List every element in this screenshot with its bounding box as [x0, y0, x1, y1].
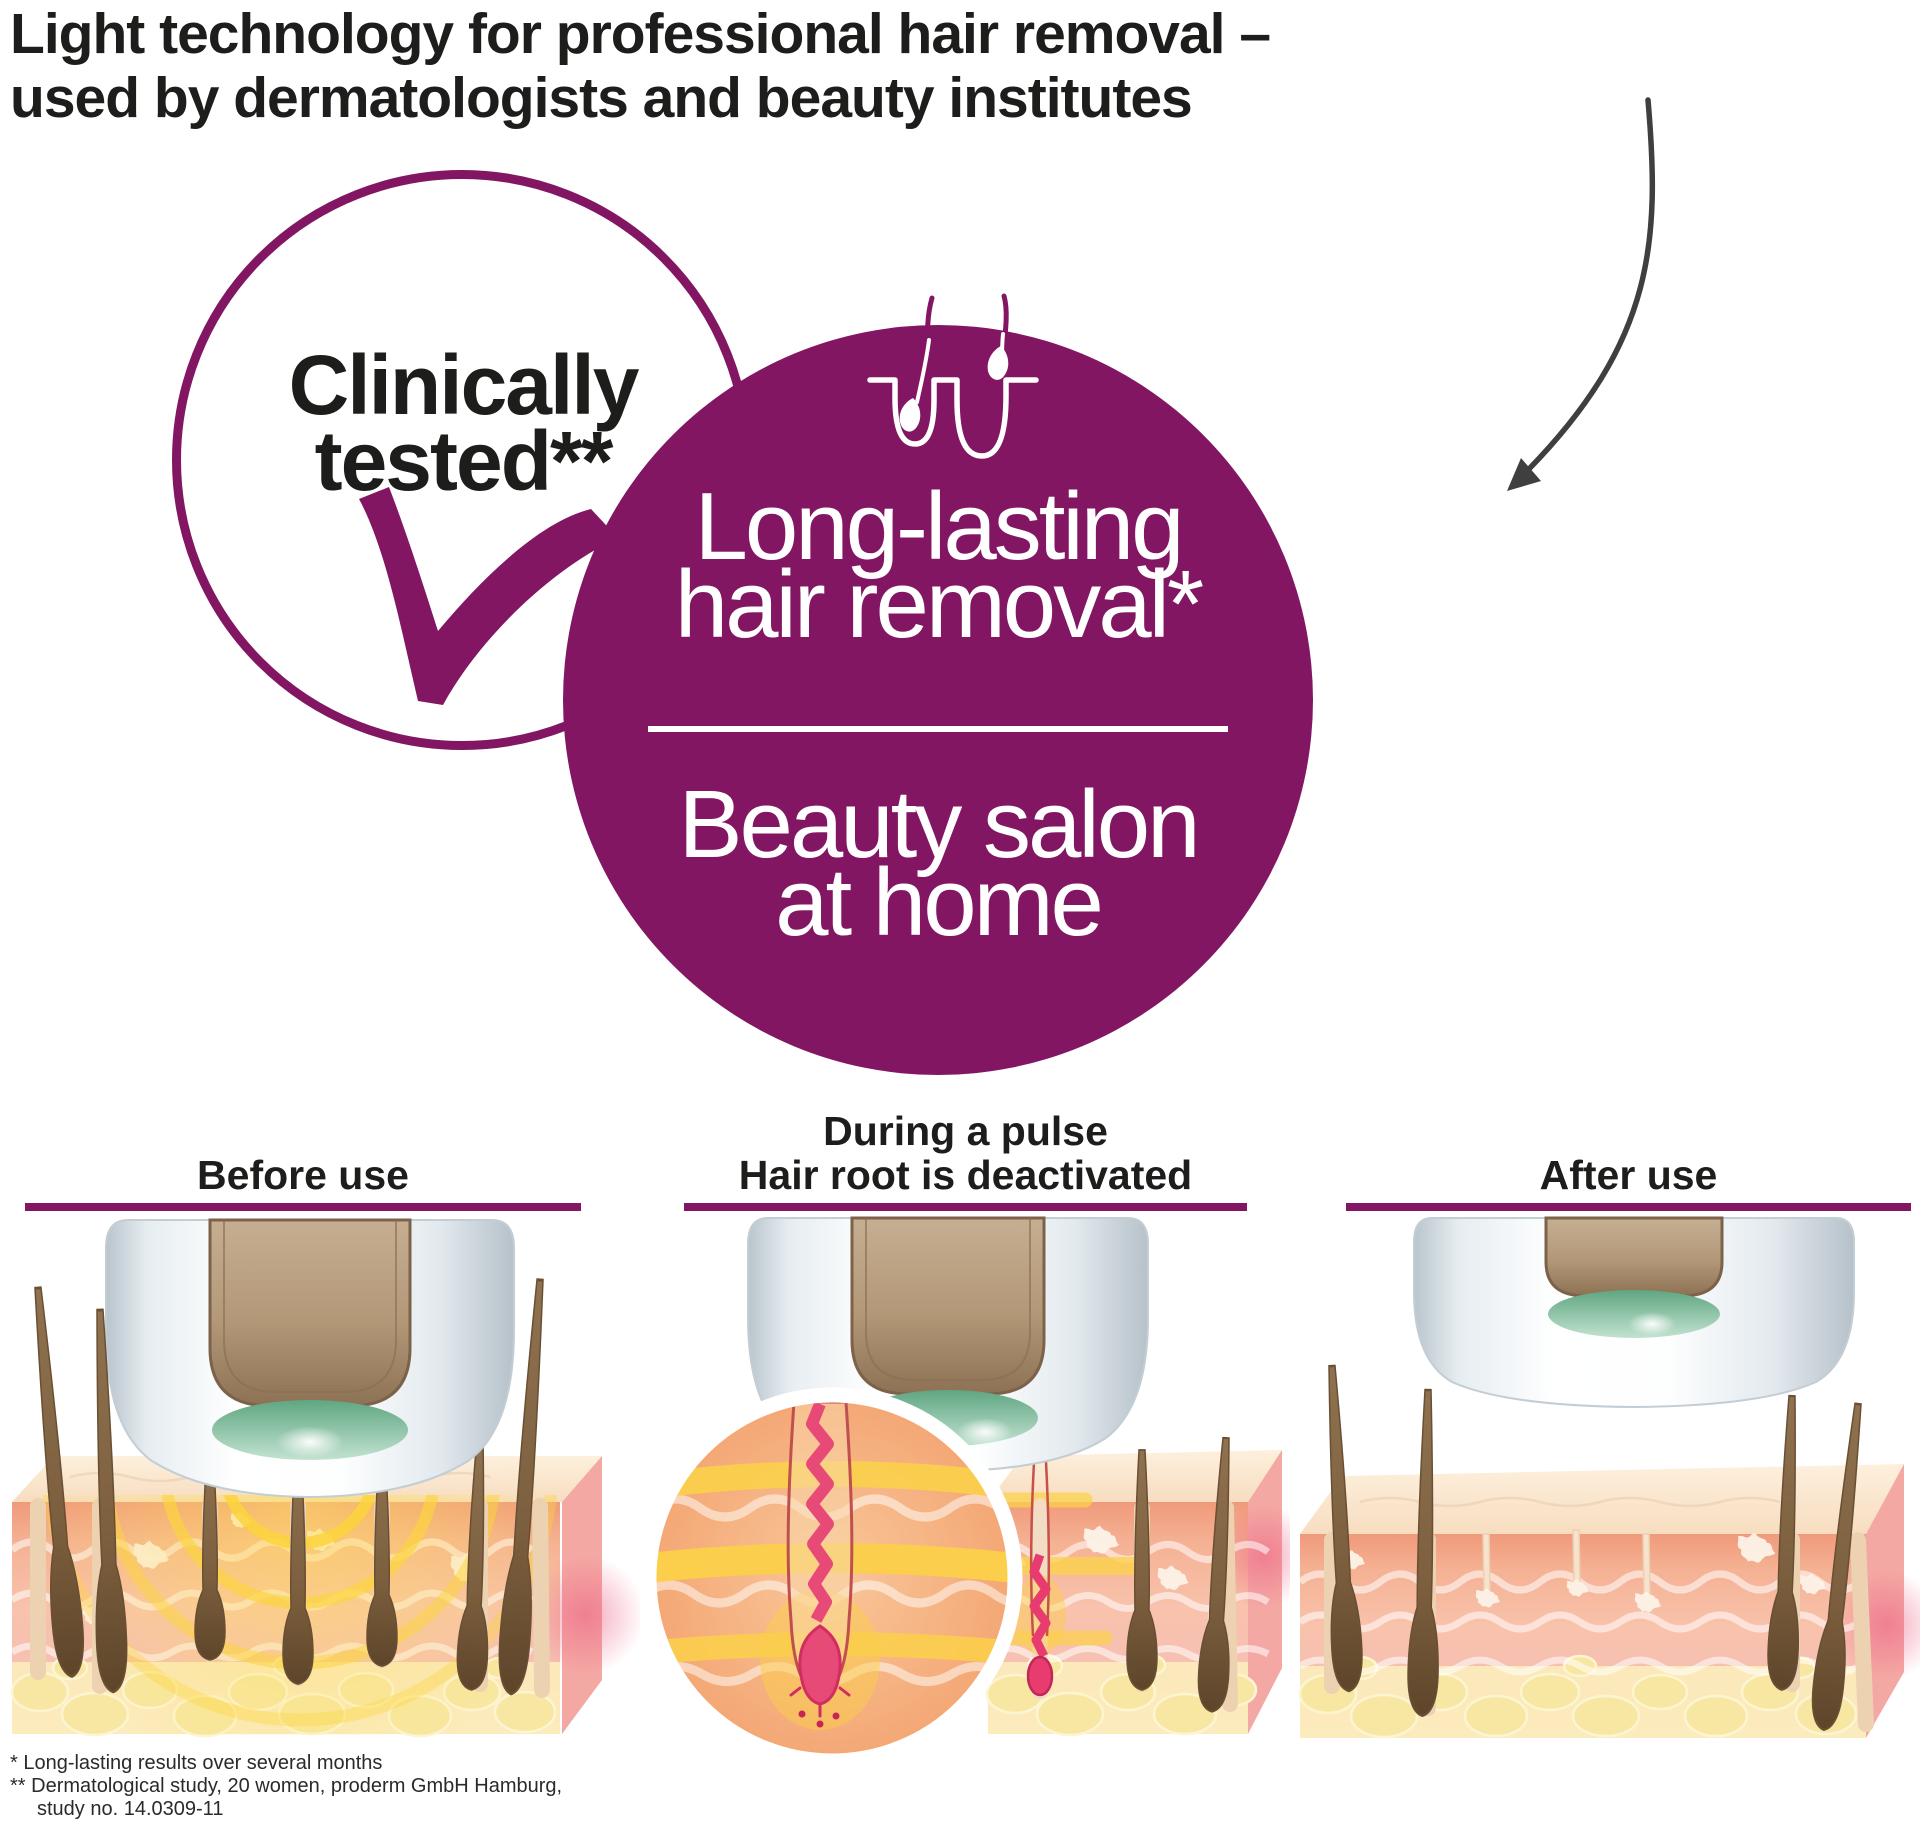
ipl-device-illustration [105, 1218, 515, 1499]
curved-arrow-icon [1507, 97, 1656, 491]
circle-divider [648, 726, 1228, 732]
clinical-line2: tested** [314, 414, 614, 508]
heading-line2: used by dermatologists and beauty instit… [10, 66, 1193, 130]
during-pulse-illustration [641, 1216, 1290, 1769]
footnote-3: study no. 14.0309-11 [37, 1798, 224, 1820]
footnote-2: ** Dermatological study, 20 women, prode… [10, 1775, 563, 1797]
tagline-line2: at home [775, 849, 1104, 956]
checkmark-icon [359, 487, 618, 705]
panel-underline [684, 1203, 1247, 1211]
removed-hair-stubs [1340, 1529, 1827, 1613]
benefit-text: Long-lasting hair removal* [588, 473, 1288, 658]
after-use-illustration [1297, 1216, 1920, 1739]
label-after-use: After use [1539, 1152, 1718, 1198]
skin-cross-section-after [1297, 1364, 1920, 1739]
hairs-under-device [194, 1436, 496, 1692]
panel-underline [1346, 1203, 1911, 1211]
tagline-text: Beauty salon at home [588, 771, 1288, 956]
ipl-device-illustration [1413, 1216, 1855, 1409]
clinical-badge-text: Clinically tested** [243, 338, 683, 508]
page-title: Light technology for professional hair r… [10, 2, 1271, 130]
magnifier-circle [641, 1387, 1023, 1769]
magnified-hair-root [760, 1402, 880, 1730]
label-before-use: Before use [197, 1152, 409, 1198]
clinical-line1: Clinically [288, 338, 640, 432]
panel-underline [25, 1203, 581, 1211]
heading-line1: Light technology for professional hair r… [10, 2, 1271, 66]
before-use-illustration [9, 1218, 640, 1738]
label-during-line1: During a pulse [823, 1108, 1108, 1154]
label-during-line2: Hair root is deactivated [738, 1152, 1193, 1198]
skin-cross-section-during [981, 1436, 1290, 1737]
benefit-circle [563, 325, 1313, 1075]
footnotes: * Long-lasting results over several mont… [10, 1752, 562, 1821]
benefit-line1: Long-lasting [694, 473, 1184, 580]
hair-follicle-icon [867, 332, 1039, 459]
hairs-outer [21, 1277, 557, 1698]
tagline-line1: Beauty salon [678, 771, 1200, 878]
benefit-line2: hair removal* [674, 551, 1205, 658]
footnote-1: * Long-lasting results over several mont… [10, 1752, 383, 1774]
label-during-pulse: During a pulse Hair root is deactivated [684, 1109, 1247, 1197]
deactivated-hair-root [1014, 1461, 1066, 1700]
